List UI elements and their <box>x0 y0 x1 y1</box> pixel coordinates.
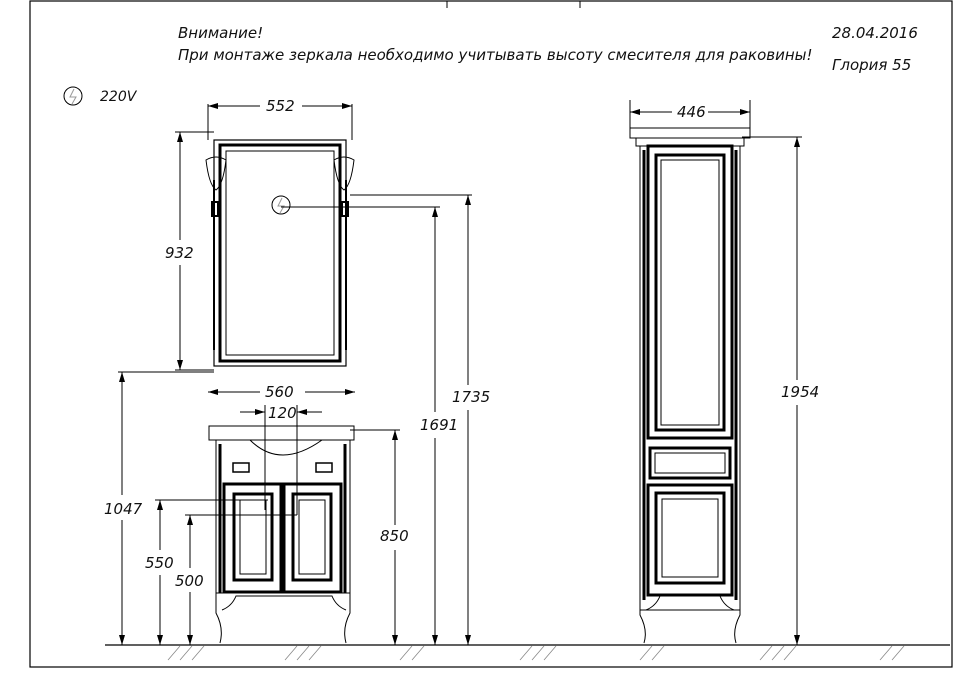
outlet-icon <box>271 195 291 215</box>
tall-cabinet <box>629 127 751 644</box>
dim-pipe-height-2: 500 <box>175 572 204 590</box>
dim-tall-cabinet-width: 446 <box>677 103 706 121</box>
dimension-lines <box>118 100 802 645</box>
dim-mirror-height: 932 <box>165 244 194 262</box>
dim-sink-width: 560 <box>265 383 294 401</box>
power-label: 220V <box>100 89 138 105</box>
power-outlet-icon <box>63 86 83 106</box>
model-label: Глория 55 <box>832 56 911 74</box>
dim-vanity-height: 850 <box>380 527 409 545</box>
dim-pipe-height-1: 550 <box>145 554 174 572</box>
dim-outlet-height: 1691 <box>420 416 458 434</box>
dim-mirror-bottom-height: 1047 <box>104 500 143 518</box>
drawing-frame <box>29 0 953 668</box>
dim-faucet-spacing: 120 <box>268 404 297 422</box>
floor-hatch <box>167 645 905 661</box>
warning-text: При монтаже зеркала необходимо учитывать… <box>178 46 813 64</box>
dim-lamp-height: 1735 <box>452 388 490 406</box>
mirror <box>205 139 355 367</box>
vanity-cabinet <box>208 425 355 644</box>
dim-mirror-width: 552 <box>266 97 295 115</box>
dim-tall-cabinet-height: 1954 <box>781 383 819 401</box>
date-label: 28.04.2016 <box>832 24 918 42</box>
warning-title: Внимание! <box>178 24 263 42</box>
